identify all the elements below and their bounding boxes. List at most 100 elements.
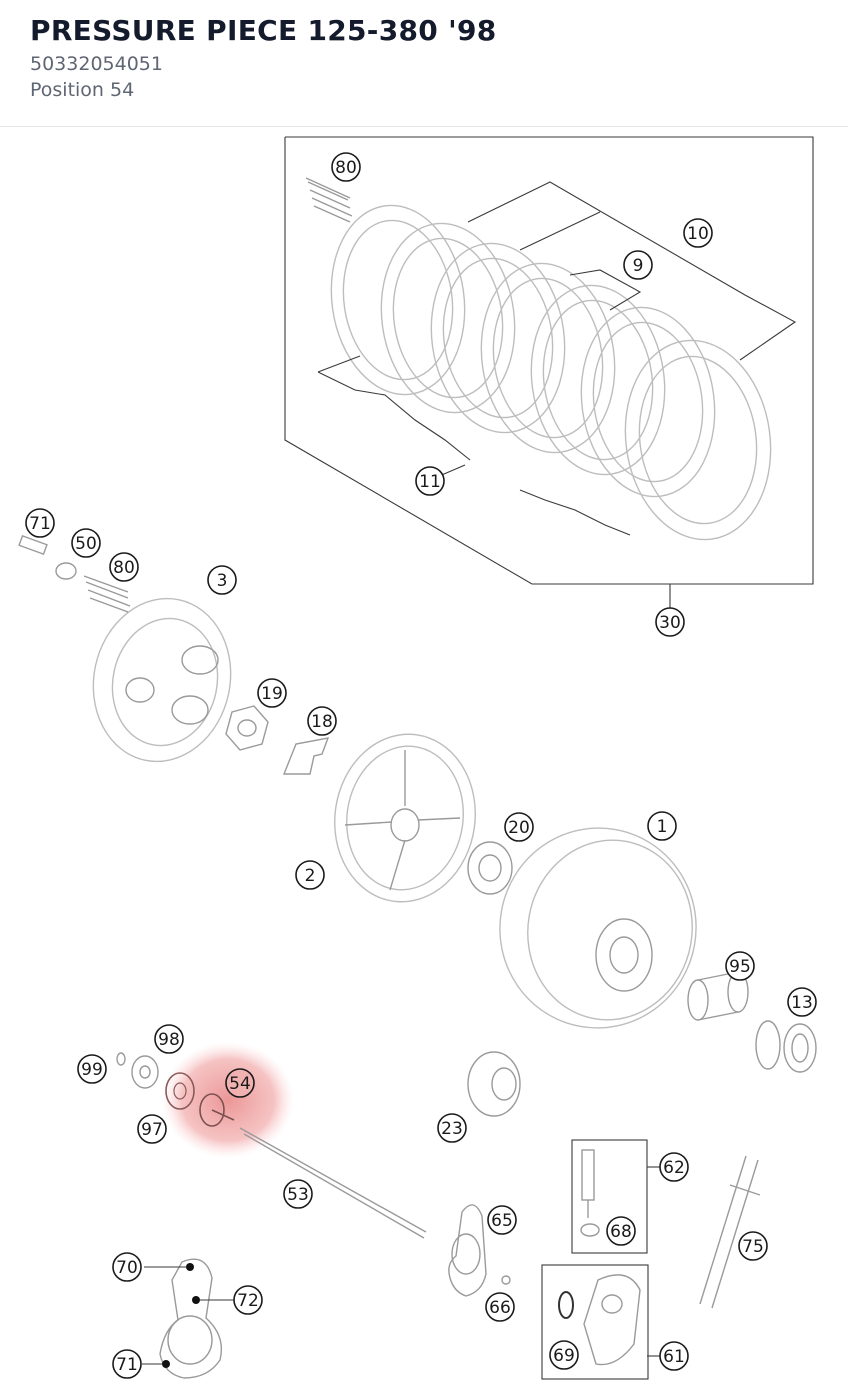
slave-cylinder-part-61 [583, 1274, 641, 1366]
spring-part-80 [305, 177, 353, 223]
callout-label: 10 [687, 224, 709, 244]
circlip-part-99 [116, 1052, 126, 1066]
callout-53[interactable]: 53 [283, 1179, 313, 1209]
callout-9[interactable]: 9 [623, 250, 653, 280]
clutch-basket-part-1 [499, 827, 697, 1029]
callout-label: 99 [81, 1060, 103, 1080]
clutch-disc-stack [330, 204, 772, 541]
thrust-washer-part-20 [467, 841, 513, 895]
callout-label: 62 [663, 1158, 685, 1178]
callout-label: 70 [116, 1258, 138, 1278]
pressure-plate-part-3 [92, 597, 232, 763]
syringe-part-75 [699, 1155, 761, 1309]
callout-71b[interactable]: 71 [112, 1349, 142, 1379]
page-title: PRESSURE PIECE 125-380 '98 [30, 14, 497, 47]
exploded-parts-diagram: 80 10 9 11 30 71 50 80 3 19 18 20 1 2 95 13 98 99 54 97 23 62… [18, 136, 817, 1380]
bolt-part-71 [18, 534, 48, 556]
callout-54[interactable]: 54 [225, 1068, 255, 1098]
callout-label: 19 [261, 684, 283, 704]
callout-circle [606, 1216, 636, 1246]
callout-13[interactable]: 13 [787, 987, 817, 1017]
seal-part-68 [580, 1223, 600, 1237]
callout-61[interactable]: 61 [659, 1341, 689, 1371]
callout-19[interactable]: 19 [257, 678, 287, 708]
callout-99[interactable]: 99 [77, 1054, 107, 1084]
gasket-part-65 [448, 1204, 487, 1297]
callout-label: 71 [116, 1355, 138, 1375]
callout-3[interactable]: 3 [207, 565, 237, 595]
callout-50[interactable]: 50 [71, 528, 101, 558]
callout-circle [787, 987, 817, 1017]
callout-circle [623, 250, 653, 280]
bracket-part-70-72 [159, 1258, 223, 1379]
gear-part-23 [467, 1051, 521, 1117]
callout-95[interactable]: 95 [725, 951, 755, 981]
callout-66[interactable]: 66 [485, 1292, 515, 1322]
callout-circle [549, 1340, 579, 1370]
callout-75[interactable]: 75 [738, 1231, 768, 1261]
callout-circle [112, 1252, 142, 1282]
callout-20[interactable]: 20 [504, 812, 534, 842]
callout-label: 30 [659, 613, 681, 633]
callout-label: 65 [491, 1211, 513, 1231]
callout-65[interactable]: 65 [487, 1205, 517, 1235]
callout-18[interactable]: 18 [307, 706, 337, 736]
seal-part-69 [558, 1291, 574, 1319]
callout-62[interactable]: 62 [659, 1152, 689, 1182]
callout-label: 61 [663, 1347, 685, 1367]
callout-23[interactable]: 23 [437, 1113, 467, 1143]
callout-70[interactable]: 70 [112, 1252, 142, 1282]
spring-part-80-lower [83, 575, 131, 613]
callout-circle [485, 1292, 515, 1322]
callout-circle [207, 565, 237, 595]
pressure-piece-part-54 [199, 1093, 235, 1127]
callout-1[interactable]: 1 [647, 811, 677, 841]
callout-circle [154, 1024, 184, 1054]
callout-10[interactable]: 10 [683, 218, 713, 248]
callout-circle [257, 678, 287, 708]
leader-lines [142, 1166, 660, 1365]
callout-label: 20 [508, 818, 530, 838]
callout-label: 23 [441, 1119, 463, 1139]
lock-washer-part-18 [282, 737, 330, 775]
callout-label: 68 [610, 1222, 632, 1242]
callout-label: 13 [791, 993, 813, 1013]
washer-part-98 [131, 1055, 159, 1089]
callout-circle [725, 951, 755, 981]
callout-circle [437, 1113, 467, 1143]
bleed-valve-box [571, 1139, 648, 1254]
callout-68[interactable]: 68 [606, 1216, 636, 1246]
callout-69[interactable]: 69 [549, 1340, 579, 1370]
callout-71a[interactable]: 71 [25, 508, 55, 538]
nut-part-19 [225, 705, 269, 751]
callout-label: 97 [141, 1120, 163, 1140]
push-rod-part-53 [239, 1127, 427, 1239]
callout-72[interactable]: 72 [233, 1285, 263, 1315]
callout-circle [331, 152, 361, 182]
clutch-pack-box [284, 136, 814, 608]
callout-circle [283, 1179, 313, 1209]
callout-80a[interactable]: 80 [331, 152, 361, 182]
callout-label: 71 [29, 514, 51, 534]
callout-80b[interactable]: 80 [109, 552, 139, 582]
callout-label: 66 [489, 1298, 511, 1318]
callout-label: 9 [633, 256, 644, 276]
callout-2[interactable]: 2 [295, 860, 325, 890]
callout-circle [307, 706, 337, 736]
part-number: 50332054051 [30, 53, 163, 75]
callout-label: 72 [237, 1291, 259, 1311]
callout-circle [112, 1349, 142, 1379]
callout-30[interactable]: 30 [655, 607, 685, 637]
callout-98[interactable]: 98 [154, 1024, 184, 1054]
callout-circle [738, 1231, 768, 1261]
callout-label: 80 [113, 558, 135, 578]
callout-label: 53 [287, 1185, 309, 1205]
callout-11[interactable]: 11 [415, 466, 445, 496]
callout-circle [109, 552, 139, 582]
bushing-part-13 [755, 1020, 817, 1073]
washer-part-50 [55, 562, 77, 580]
highlight-position-54 [162, 1042, 294, 1158]
callout-97[interactable]: 97 [137, 1114, 167, 1144]
callout-circle [225, 1068, 255, 1098]
callout-label: 18 [311, 712, 333, 732]
